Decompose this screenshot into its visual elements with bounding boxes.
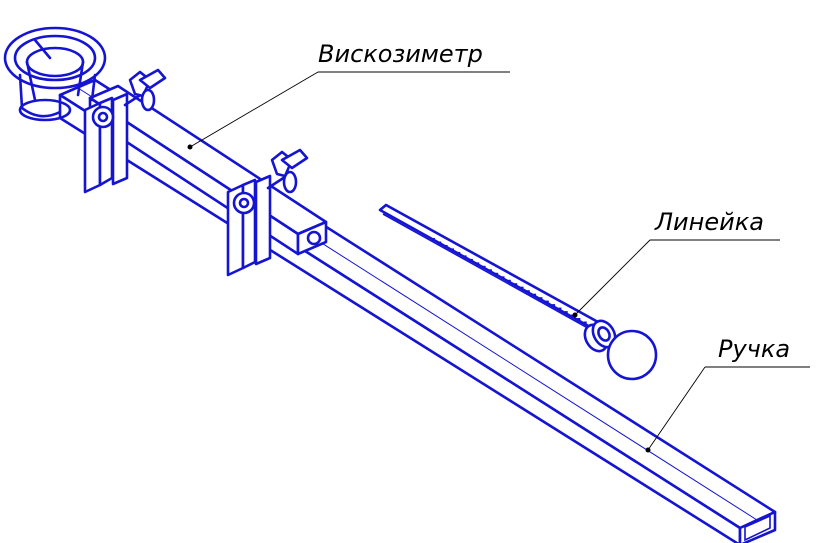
ruler-tick (552, 304, 556, 308)
leader-viscometer (187, 71, 510, 150)
label-ruler: Линейка (654, 208, 764, 236)
ruler-tick (564, 311, 568, 315)
ruler-tick (495, 272, 499, 276)
leader-ruler (572, 239, 780, 318)
ruler-tick (501, 276, 505, 280)
ruler-tick (507, 279, 511, 283)
ruler-tick (457, 251, 461, 255)
viscometer-funnel (3, 26, 107, 122)
ruler-tick (476, 262, 480, 266)
ruler-tick (577, 318, 581, 321)
ruler-tick (545, 300, 549, 304)
ruler-tick (488, 269, 492, 273)
ruler-tick (432, 238, 435, 241)
ruler-tick (533, 293, 537, 297)
label-handle: Ручка (718, 335, 790, 363)
clamp-rear (226, 148, 309, 277)
ruler-tick (451, 248, 454, 252)
clamp-front (83, 68, 167, 194)
ruler-tick (444, 245, 448, 248)
ruler-tick (514, 283, 518, 287)
label-viscometer: Вискозиметр (318, 40, 483, 68)
ruler-tick (463, 255, 467, 259)
ruler-tick (526, 290, 530, 294)
ruler-tick (558, 307, 562, 311)
ruler-tick (571, 314, 574, 318)
ruler-tick (539, 297, 543, 301)
ruler (378, 203, 658, 381)
ruler-tick (520, 286, 524, 290)
ruler-tick (482, 265, 486, 269)
ruler-tick (438, 241, 442, 245)
leader-handle (645, 366, 810, 453)
ruler-tick (469, 258, 473, 262)
ruler-tick (583, 321, 587, 325)
